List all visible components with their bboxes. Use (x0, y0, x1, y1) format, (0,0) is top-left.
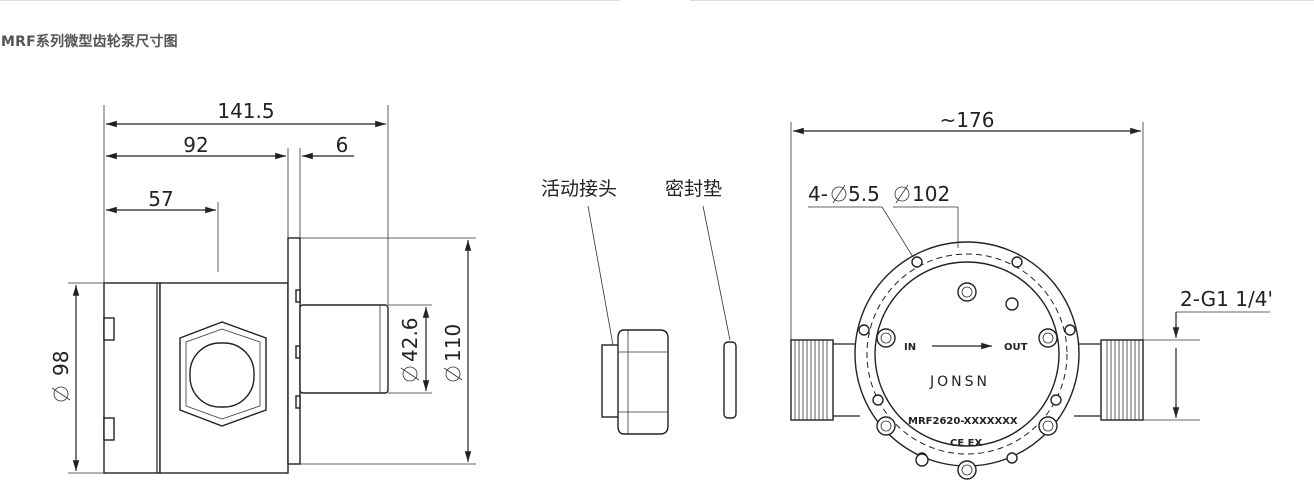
gasket (723, 341, 737, 419)
side-view: 141.5 92 6 57 98 42.6 (49, 99, 476, 474)
front-view: ~176 (790, 108, 1273, 480)
fitting-nut (617, 329, 669, 435)
dim-dia-98: 98 (49, 351, 73, 376)
side-tab-bottom (103, 417, 115, 441)
label-fitting: 活动接头 (541, 178, 617, 200)
motor-housing-rear (103, 282, 161, 474)
page-title: MRF系列微型齿轮泵尺寸图 (1, 34, 178, 50)
label-in: IN (904, 342, 916, 353)
dim-width-176: ~176 (940, 108, 995, 132)
dim-57: 57 (148, 187, 173, 211)
brand-logo: JONSN (929, 374, 990, 390)
parts-view: 活动接头 密封垫 (541, 178, 737, 435)
top-divider-left (0, 0, 620, 1)
cert-marks: CE EX (950, 438, 982, 449)
dim-dia-42-6: 42.6 (398, 317, 422, 362)
dim-hole-dia: 5.5 (848, 182, 880, 206)
side-tab-top (103, 317, 115, 341)
top-divider-right (690, 0, 1314, 1)
dim-flange-dia: 102 (912, 182, 950, 206)
dim-92: 92 (183, 133, 208, 157)
thread-port-left (790, 339, 834, 421)
dim-141-5: 141.5 (217, 99, 274, 123)
thread-port-right (1100, 339, 1144, 421)
dim-holes-prefix: 4- (808, 182, 828, 206)
dim-dia-110: 110 (441, 324, 465, 362)
model-number: MRF2620-XXXXXXX (908, 416, 1018, 427)
inlet-port (189, 342, 255, 408)
dim-thread: 2-G1 1/4' (1180, 287, 1273, 311)
label-out: OUT (1004, 342, 1028, 353)
label-gasket: 密封垫 (665, 178, 722, 200)
pump-head (299, 304, 389, 394)
dim-6: 6 (336, 133, 349, 157)
